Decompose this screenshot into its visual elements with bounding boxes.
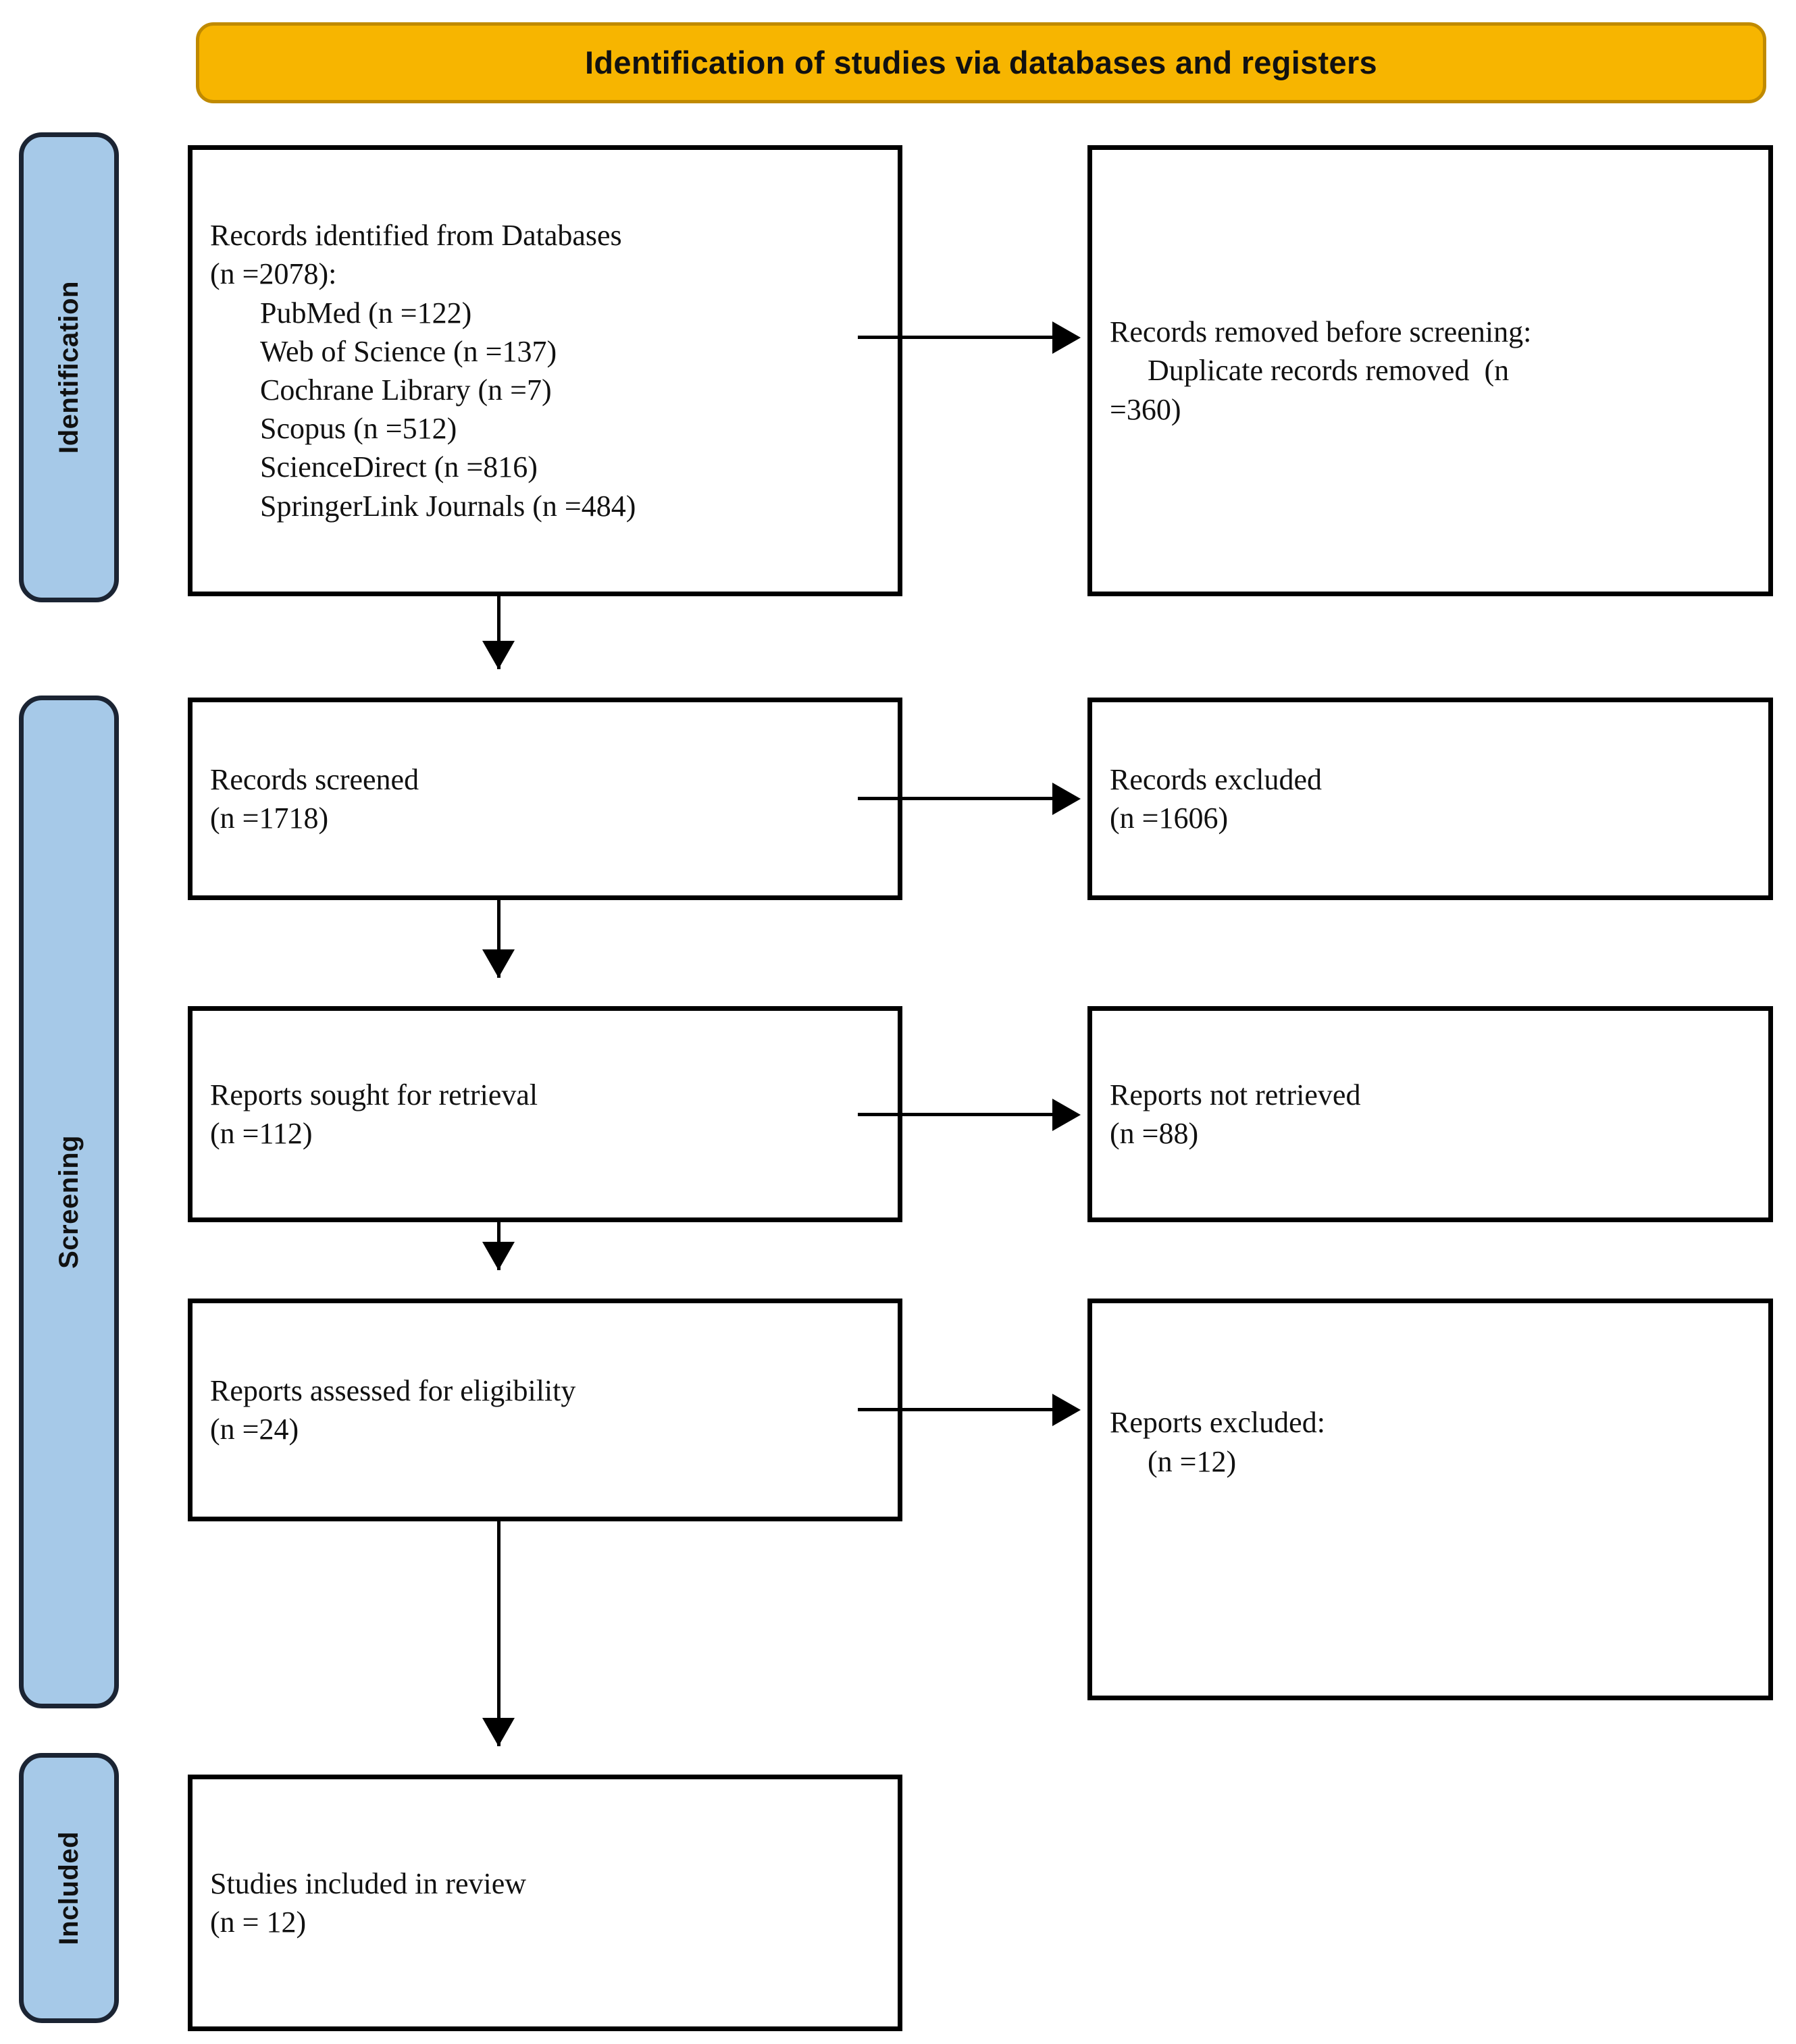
stage-pill-included: Included	[19, 1753, 119, 2023]
arrowhead-right-to-records-excluded	[1052, 783, 1081, 815]
arrowhead-right-to-not-retrieved	[1052, 1099, 1081, 1131]
connector-sought-to-not-retrieved	[858, 1113, 1060, 1116]
source-cochrane-library: Cochrane Library (n =7)	[260, 373, 552, 407]
box-records-removed-before-screening: Records removed before screening: Duplic…	[1087, 145, 1773, 596]
records-screened-heading: Records screened	[210, 762, 419, 796]
records-screened-count: (n =1718)	[210, 802, 329, 835]
connector-assessed-to-included	[497, 1521, 501, 1746]
duplicate-records-removed-line2: =360)	[1110, 392, 1181, 426]
source-sciencedirect: ScienceDirect (n =816)	[260, 450, 538, 484]
connector-identified-to-removed	[858, 336, 1060, 339]
arrowhead-down-to-assessed	[482, 1242, 515, 1270]
reports-sought-heading: Reports sought for retrieval	[210, 1078, 538, 1111]
arrowhead-right-to-removed	[1052, 321, 1081, 354]
reports-sought-count: (n =112)	[210, 1117, 313, 1150]
records-identified-heading: Records identified from Databases	[210, 219, 622, 253]
arrowhead-right-to-reports-excluded	[1052, 1394, 1081, 1426]
diagram-header-banner: Identification of studies via databases …	[196, 22, 1766, 103]
source-pubmed: PubMed (n =122)	[260, 296, 472, 330]
arrowhead-down-to-screened	[482, 641, 515, 669]
box-records-identified: Records identified from Databases (n =20…	[188, 145, 902, 596]
connector-assessed-to-reports-excluded	[858, 1408, 1060, 1411]
studies-included-heading: Studies included in review	[210, 1866, 527, 1900]
stage-pill-screening: Screening	[19, 696, 119, 1708]
records-removed-heading: Records removed before screening:	[1110, 315, 1532, 349]
arrowhead-down-to-sought	[482, 949, 515, 978]
reports-excluded-count: (n =12)	[1148, 1444, 1237, 1478]
stage-label-included: Included	[53, 1831, 84, 1945]
reports-not-retrieved-count: (n =88)	[1110, 1117, 1199, 1150]
reports-assessed-heading: Reports assessed for eligibility	[210, 1373, 576, 1407]
duplicate-records-removed-line1: Duplicate records removed (n	[1148, 354, 1510, 388]
source-scopus: Scopus (n =512)	[260, 412, 457, 446]
records-excluded-count: (n =1606)	[1110, 802, 1229, 835]
records-identified-count: (n =2078):	[210, 257, 337, 291]
records-excluded-heading: Records excluded	[1110, 762, 1322, 796]
box-reports-excluded: Reports excluded: (n =12)	[1087, 1299, 1773, 1700]
stage-pill-identification: Identification	[19, 132, 119, 602]
source-springerlink-journals: SpringerLink Journals (n =484)	[260, 489, 636, 523]
stage-label-screening: Screening	[53, 1135, 84, 1269]
connector-identified-to-screened	[497, 596, 501, 669]
connector-screened-to-sought	[497, 900, 501, 978]
banner-title: Identification of studies via databases …	[585, 45, 1377, 81]
source-web-of-science: Web of Science (n =137)	[260, 334, 557, 368]
arrowhead-down-to-included	[482, 1718, 515, 1746]
box-reports-assessed-for-eligibility: Reports assessed for eligibility (n =24)	[188, 1299, 902, 1521]
connector-screened-to-excluded	[858, 797, 1060, 800]
studies-included-count: (n = 12)	[210, 1906, 307, 1939]
stage-label-identification: Identification	[53, 281, 84, 454]
reports-not-retrieved-heading: Reports not retrieved	[1110, 1078, 1361, 1111]
reports-excluded-heading: Reports excluded:	[1110, 1406, 1325, 1440]
box-studies-included-in-review: Studies included in review (n = 12)	[188, 1775, 902, 2031]
reports-excluded-content: Reports excluded: (n =12)	[1110, 1403, 1751, 1480]
box-reports-not-retrieved: Reports not retrieved (n =88)	[1087, 1006, 1773, 1222]
reports-assessed-count: (n =24)	[210, 1413, 299, 1446]
box-records-screened: Records screened (n =1718)	[188, 698, 902, 900]
box-records-excluded: Records excluded (n =1606)	[1087, 698, 1773, 900]
box-reports-sought-for-retrieval: Reports sought for retrieval (n =112)	[188, 1006, 902, 1222]
